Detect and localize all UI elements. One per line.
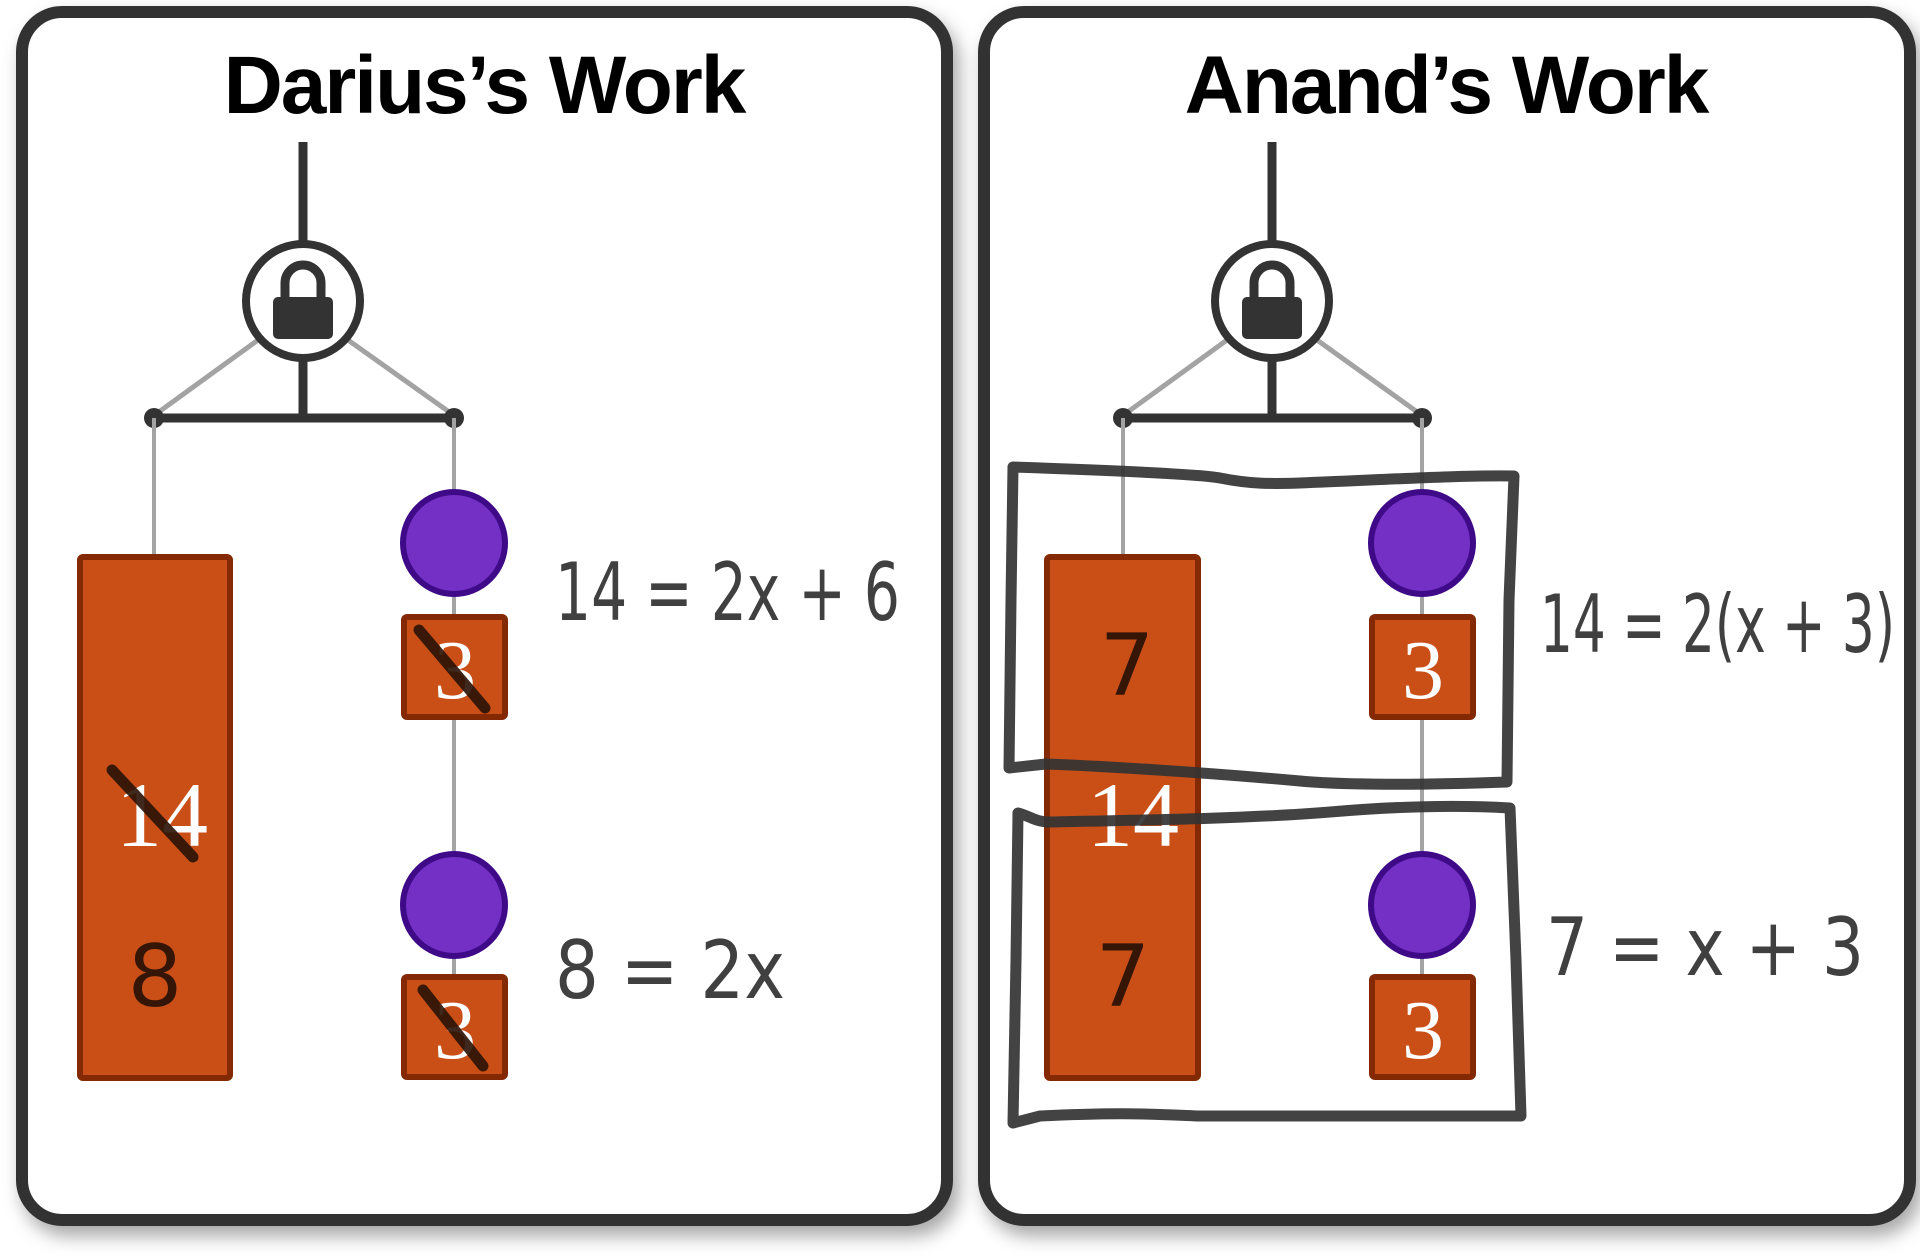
hanger-brace-left <box>1123 337 1229 417</box>
strike-14 <box>106 764 199 863</box>
lock-icon <box>1211 240 1333 362</box>
weight-3: 3 <box>1369 614 1476 720</box>
group-circle-top <box>1003 461 1520 790</box>
hanger-brace-right <box>346 337 454 417</box>
handwritten-7: 7 <box>1096 927 1151 1027</box>
lock-icon <box>242 240 364 362</box>
equation-2: 7 = x + 3 <box>1546 901 1864 994</box>
unknown-x-ball <box>1368 489 1476 597</box>
hanger-brace-right <box>1315 337 1422 417</box>
hanger: 14 3 3 <box>1044 142 1476 1081</box>
equation-1: 14 = 2x + 6 <box>555 546 900 639</box>
ink-annotations: 8 14 = 2x + 6 8 = 2x <box>106 546 900 1072</box>
weight-3: 3 <box>1369 974 1476 1080</box>
panel-darius: Darius’s Work 14 3 <box>16 6 953 1226</box>
svg-text:3: 3 <box>1402 624 1444 717</box>
panel-anand: Anand’s Work 14 3 <box>978 6 1916 1226</box>
equation-2: 8 = 2x <box>555 924 785 1017</box>
unknown-x-ball <box>400 851 508 959</box>
hanger-brace-left <box>154 337 260 417</box>
ink-annotations: 7 7 14 = 2(x + 3) 7 = x + 3 <box>1003 461 1895 1129</box>
svg-text:3: 3 <box>1402 984 1444 1077</box>
handwritten-7: 7 <box>1100 616 1155 716</box>
handwritten-8: 8 <box>128 927 183 1027</box>
group-circle-bottom <box>1007 800 1527 1129</box>
strike-3 <box>417 984 489 1072</box>
panel-title: Darius’s Work <box>224 40 747 131</box>
panel-title: Anand’s Work <box>1185 40 1710 131</box>
hanger: 14 3 3 <box>77 142 508 1081</box>
unknown-x-ball <box>400 489 508 597</box>
strike-3 <box>413 624 491 714</box>
equation-1: 14 = 2(x + 3) <box>1540 578 1895 671</box>
unknown-x-ball <box>1368 851 1476 959</box>
